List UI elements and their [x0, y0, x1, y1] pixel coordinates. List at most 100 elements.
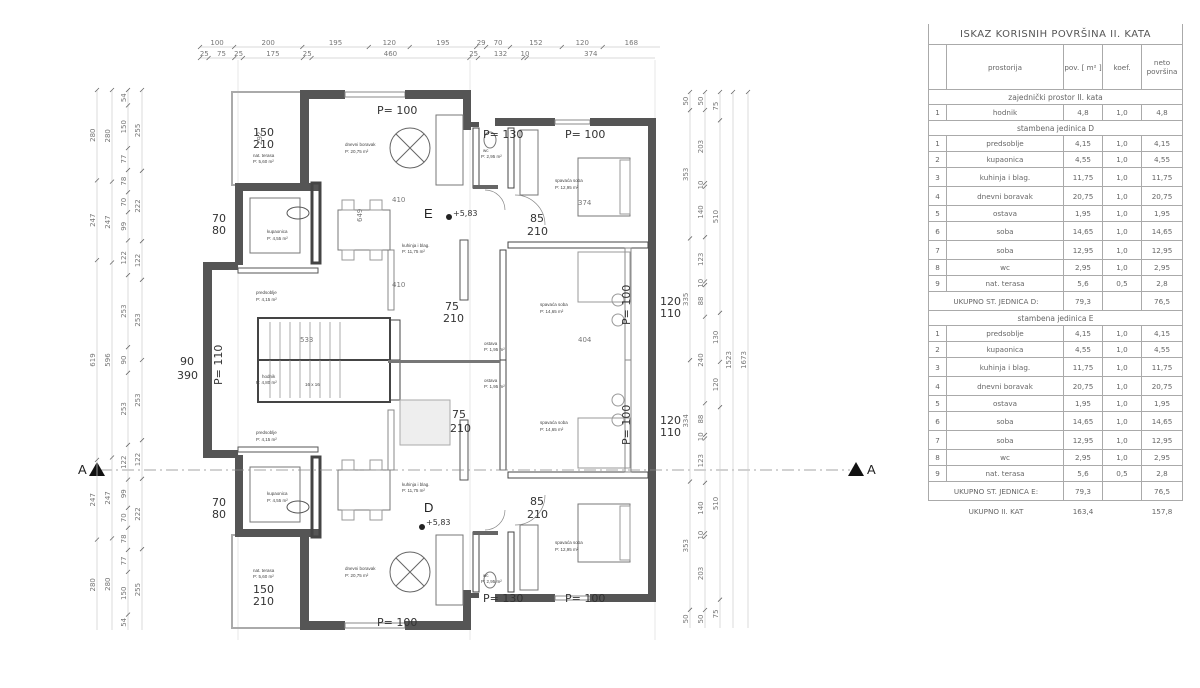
dimension-value: 10 — [697, 279, 705, 288]
section-unit-e: stambena jedinica E — [927, 310, 1184, 326]
dimension-value: 247 — [89, 214, 97, 227]
dimension-tick — [125, 505, 131, 511]
dimension-tick — [197, 55, 203, 61]
dimension-tick — [407, 44, 412, 50]
room-area: P: 4,55 m² — [267, 498, 288, 503]
dimension-tick — [717, 404, 723, 410]
dimension-value: 200 — [262, 39, 275, 47]
dimension-tick — [109, 455, 115, 460]
door-height: 210 — [527, 225, 548, 238]
dimension: 404 — [578, 336, 592, 344]
dimension-tick — [125, 442, 131, 448]
dimension-tick — [231, 44, 237, 50]
dimension-value: 120 — [383, 39, 396, 47]
door-height: 80 — [212, 224, 226, 237]
dimension-tick — [507, 44, 513, 50]
door-width: 70 — [212, 496, 226, 509]
dimension-value: 78 — [120, 177, 128, 186]
dimension-value: 123 — [697, 454, 705, 467]
dimension-value: 253 — [120, 402, 128, 415]
cell-name: soba — [946, 221, 1064, 241]
cell-pov: 5,6 — [1063, 465, 1103, 482]
dimension-tick — [717, 597, 723, 602]
room-area: P: 20,75 m² — [345, 573, 369, 578]
dimension-value: 90 — [120, 356, 128, 365]
dimension-tick — [125, 87, 131, 93]
dimension-tick — [717, 359, 723, 365]
room-label: ostava — [484, 341, 498, 346]
dimension-value: 280 — [89, 129, 97, 142]
dimension-value: 280 — [104, 129, 112, 142]
room-label: dnevni boravak — [345, 142, 376, 147]
dimension-tick — [125, 209, 131, 215]
cell-neto: 1,95 — [1140, 205, 1184, 222]
cell-koef: 1,0 — [1102, 411, 1142, 431]
room-area: P: 12,95 m² — [555, 547, 579, 552]
elevation-lower: +5,83 — [426, 518, 451, 527]
dimension-tick — [139, 277, 145, 283]
door-width: 90 — [180, 355, 194, 368]
dimension-tick — [125, 238, 131, 243]
room-label: nat. terasa — [253, 568, 275, 573]
cell-pov: 4,55 — [1063, 341, 1103, 358]
dimension-tick — [702, 180, 708, 186]
room-area: P: 1,95 m² — [484, 347, 505, 352]
total-row-d: UKUPNO ST. JEDNICA D: 79,3 76,5 — [928, 291, 1184, 311]
room-label: spavaća soba — [540, 302, 568, 307]
level-marker-icon — [419, 524, 425, 530]
door-width: 85 — [530, 495, 544, 508]
header-neto: neto površina — [1140, 44, 1184, 90]
dimension-tick — [139, 476, 145, 482]
cell-no: 6 — [928, 221, 947, 241]
cell-name: wc — [946, 259, 1064, 276]
dimension-tick — [366, 44, 372, 50]
dimension-value: 70 — [120, 198, 128, 207]
dimension-tick — [687, 236, 693, 241]
cell-koef: 1,0 — [1102, 151, 1142, 168]
dimension-value: 222 — [134, 199, 142, 212]
dimension-value: 75 — [217, 50, 226, 58]
section-label-left: A — [78, 462, 87, 477]
room-label: kupaonica — [267, 491, 288, 496]
dimension-value: 150 — [120, 587, 128, 600]
dimension-tick — [125, 145, 131, 151]
room-area: P: 12,95 m² — [555, 185, 579, 190]
cell-pov: 2,95 — [1063, 259, 1103, 276]
dimension-value: 88 — [697, 296, 705, 305]
dimension-tick — [524, 55, 529, 61]
door-width: 120 — [660, 295, 681, 308]
cell-koef: 1,0 — [1102, 205, 1142, 222]
cell-neto: 2,95 — [1140, 259, 1184, 276]
dimension-value: 203 — [697, 140, 705, 153]
dimension-value: 70 — [494, 39, 503, 47]
door-width: 75 — [452, 408, 466, 421]
room-label: kupaonica — [267, 229, 288, 234]
dimension-value: 510 — [712, 497, 720, 510]
cell-no: 1 — [928, 104, 947, 121]
dimension-value: 25 — [234, 50, 243, 58]
dimension-value: 253 — [134, 313, 142, 326]
dimension-value: 374 — [584, 50, 598, 58]
dimension-tick — [702, 282, 708, 288]
cell-koef: 0,5 — [1102, 465, 1142, 482]
cell-pov: 12,95 — [1063, 240, 1103, 260]
dimension-tick — [94, 457, 100, 463]
dimension-value: 120 — [712, 378, 720, 391]
dimension-value: 175 — [266, 50, 279, 58]
dimension-value: 100 — [210, 39, 223, 47]
dimension-value: 168 — [625, 39, 638, 47]
door-height: 210 — [527, 508, 548, 521]
dimension-tick — [139, 546, 145, 552]
cell-neto: 14,65 — [1140, 411, 1184, 431]
dimension-tick — [139, 238, 145, 244]
dimension-tick — [520, 55, 526, 61]
cell-koef: 1,0 — [1102, 259, 1142, 276]
header-koef: koef. — [1102, 44, 1142, 90]
dimension-value: 70 — [120, 513, 128, 522]
cell-name: dnevni boravak — [946, 376, 1064, 396]
dimension-value: 78 — [120, 534, 128, 543]
dimension-tick — [125, 477, 131, 482]
dimension-tick — [687, 89, 693, 95]
